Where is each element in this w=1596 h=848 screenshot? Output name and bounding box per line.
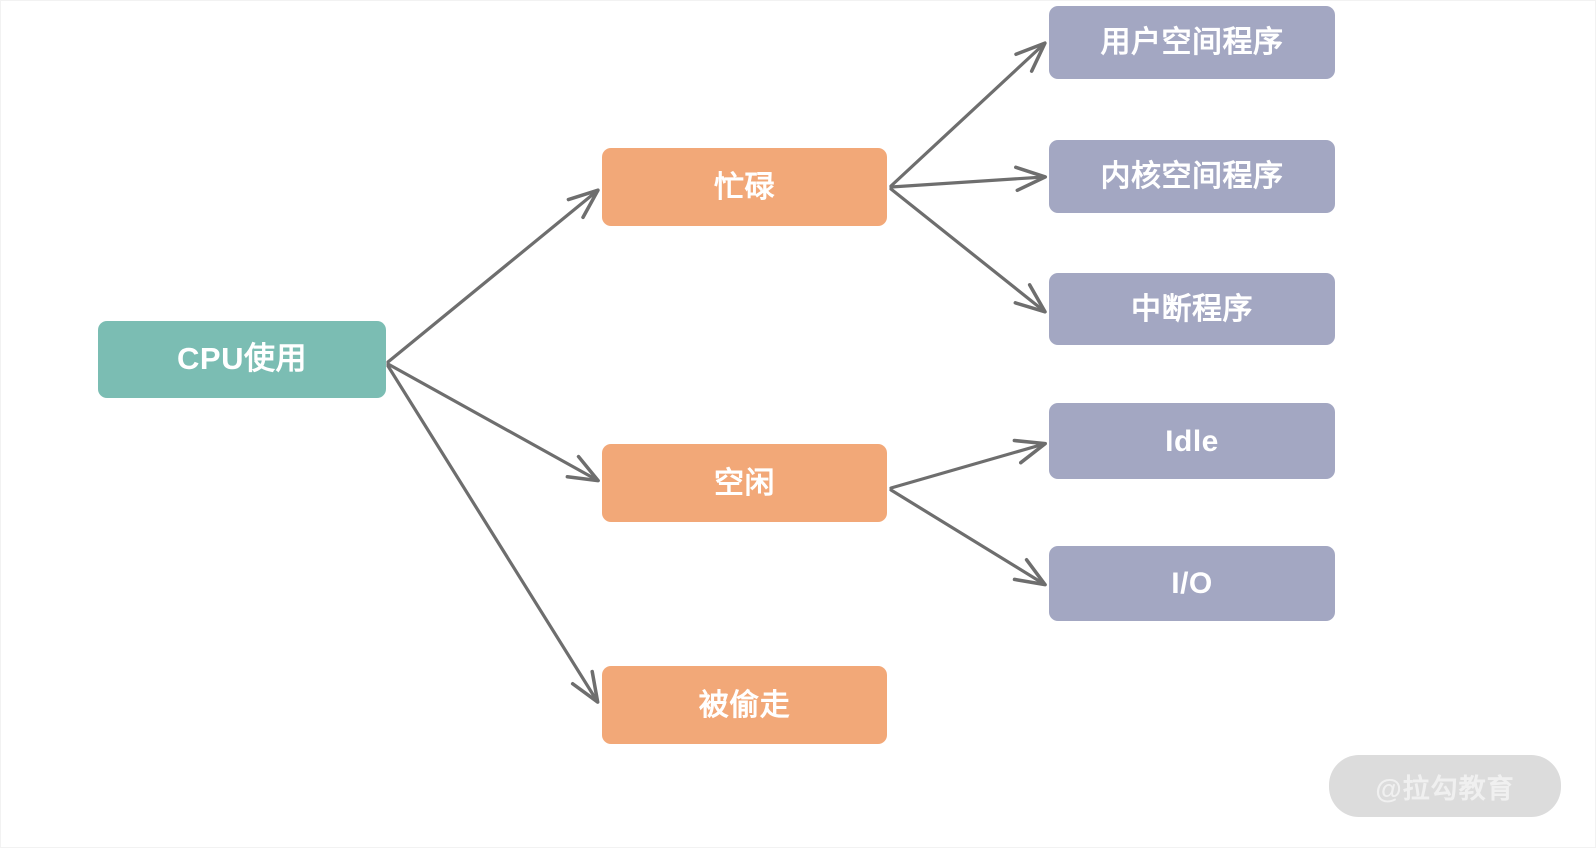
node-label: I/O <box>1171 567 1213 600</box>
edge-busy-to-kernel <box>889 165 1048 193</box>
node-label: 忙碌 <box>714 170 775 204</box>
node-user-space-program[interactable]: 用户空间程序 <box>1049 6 1335 79</box>
edge-idle-to-io <box>889 488 1047 587</box>
watermark-badge: @拉勾教育 <box>1329 755 1561 817</box>
node-stolen[interactable]: 被偷走 <box>602 666 887 744</box>
node-label: 内核空间程序 <box>1100 160 1284 193</box>
edge-idle-to-idleL <box>889 438 1047 490</box>
node-cpu-usage[interactable]: CPU使用 <box>98 321 386 398</box>
node-io[interactable]: I/O <box>1049 546 1335 621</box>
node-idle[interactable]: 空闲 <box>602 444 887 522</box>
node-kernel-space-program[interactable]: 内核空间程序 <box>1049 140 1335 213</box>
node-label: 中断程序 <box>1131 292 1253 326</box>
edge-root-to-busy <box>386 188 600 364</box>
watermark-label: @拉勾教育 <box>1375 773 1515 804</box>
node-interrupt-program[interactable]: 中断程序 <box>1049 273 1335 345</box>
node-label: 用户空间程序 <box>1100 26 1284 59</box>
node-busy[interactable]: 忙碌 <box>602 148 887 226</box>
edge-root-to-idle <box>386 362 600 483</box>
edge-root-to-stolen <box>386 364 600 704</box>
edge-busy-to-irq <box>889 187 1047 314</box>
node-label: 被偷走 <box>698 688 791 722</box>
edge-group <box>386 41 1048 704</box>
node-label: Idle <box>1165 424 1219 458</box>
edge-busy-to-user <box>889 41 1047 188</box>
node-idle-leaf[interactable]: Idle <box>1049 403 1335 479</box>
node-label: CPU使用 <box>177 341 307 377</box>
node-label: 空闲 <box>714 466 775 500</box>
